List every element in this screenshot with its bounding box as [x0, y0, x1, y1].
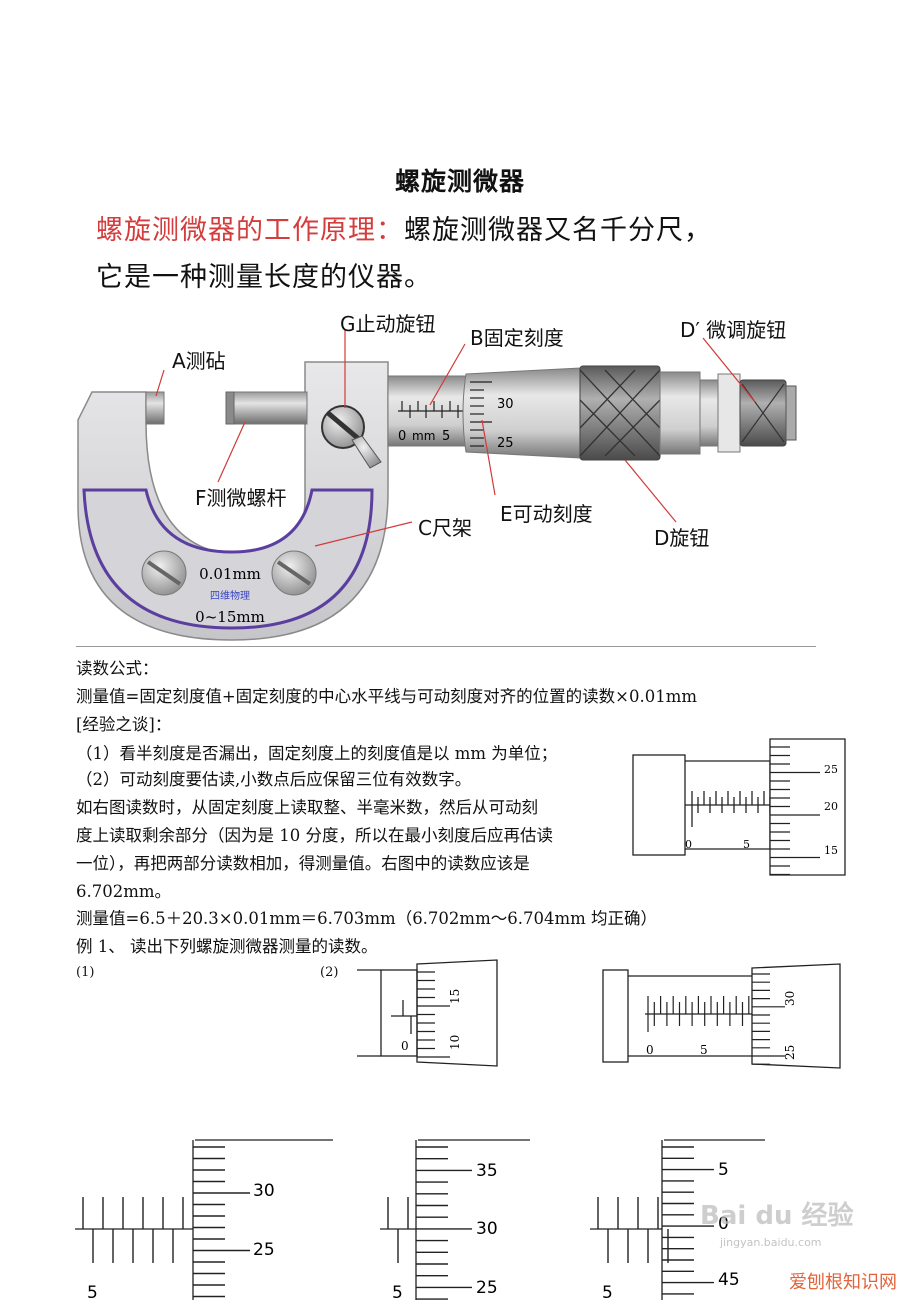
thimble — [462, 367, 581, 459]
spindle — [230, 391, 308, 425]
frame-spec-resolution: 0.01mm — [199, 565, 261, 583]
r2c-label-5-left: 5 — [602, 1283, 613, 1300]
intro-line-1: 螺旋测微器的工作原理：螺旋测微器又名千分尺， — [96, 208, 712, 247]
sleeve-label-five: 5 — [442, 429, 450, 444]
ex3-label-25: 25 — [783, 1045, 797, 1060]
page-title: 螺旋测微器 — [394, 167, 525, 196]
divider — [76, 646, 816, 647]
exercise-row2-figure-b: 5 35 30 25 — [380, 1139, 530, 1300]
text-result: 测量值=6.5＋20.3×0.01mm＝6.703mm（6.702mm～6.70… — [76, 909, 657, 928]
text-example-heading: 例 1、 读出下列螺旋测微器测量的读数。 — [76, 937, 378, 956]
lock-lever — [351, 435, 382, 469]
micrometer-diagram: 0.01mm 四维物理 0~15mm 0 mm 5 30 25 — [77, 330, 797, 641]
intro-text: 螺旋测微器又名千分尺， — [404, 215, 712, 246]
ex3-label-5: 5 — [700, 1043, 708, 1057]
exercise-2-figure: 0 15 10 — [357, 959, 498, 1067]
ex3-label-30: 30 — [783, 991, 797, 1006]
r2a-label-25: 25 — [253, 1240, 275, 1260]
text-para-1: 如右图读数时，从固定刻度上读取整、半毫米数，然后从可动刻 — [76, 798, 538, 817]
baidu-url-watermark: jingyan.baidu.com — [720, 1236, 822, 1249]
r2b-label-5: 5 — [392, 1283, 403, 1300]
text-para-3: 一位），再把两部分读数相加，得测量值。右图中的读数应该是 — [76, 854, 530, 873]
thimble-label-25: 25 — [497, 436, 514, 451]
example-label-5: 5 — [743, 838, 750, 851]
text-tip-2: （2）可动刻度要估读,小数点后应保留三位有效数字。 — [76, 770, 472, 789]
site-watermark: 爱刨根知识网 — [785, 1268, 901, 1294]
text-formula-heading: 读数公式： — [76, 659, 159, 678]
intro-line-2: 它是一种测量长度的仪器。 — [96, 262, 432, 293]
example-label-0: 0 — [685, 838, 692, 851]
exercise-row2-figure-c: 5 5 0 45 — [590, 1139, 765, 1300]
exercise-3-figure: 0 5 30 25 — [602, 963, 841, 1069]
text-formula: 测量值=固定刻度值+固定刻度的中心水平线与可动刻度对齐的位置的读数×0.01mm — [76, 687, 698, 706]
label-anvil: A测砧 — [172, 349, 226, 373]
baidu-watermark: Bai du 经验 — [700, 1201, 854, 1231]
text-para-4: 6.702mm。 — [76, 882, 172, 901]
frame-brand: 四维物理 — [210, 589, 250, 602]
r2c-label-5: 5 — [718, 1160, 729, 1180]
text-para-2: 度上读取剩余部分（因为是 10 分度，所以在最小刻度后应再估读 — [76, 826, 553, 845]
exercise-1-label: (1) — [76, 965, 95, 980]
r2a-label-30: 30 — [253, 1181, 275, 1201]
label-lock-knob: G止动旋钮 — [340, 312, 436, 336]
label-movable-scale: E可动刻度 — [500, 502, 593, 526]
sleeve-label-mm: mm — [412, 429, 435, 443]
example-label-25: 25 — [824, 763, 838, 776]
ex2-label-10: 10 — [448, 1035, 462, 1050]
example-scale-figure: 0 5 25 20 15 — [632, 738, 846, 876]
label-fine-adjust: D′ 微调旋钮 — [680, 318, 787, 342]
r2c-label-0: 0 — [718, 1214, 729, 1234]
ex3-label-0: 0 — [646, 1043, 654, 1057]
label-fixed-scale: B固定刻度 — [470, 326, 564, 350]
ex2-label-0: 0 — [401, 1039, 409, 1053]
anvil — [145, 391, 165, 425]
r2c-label-45: 45 — [718, 1270, 740, 1290]
sleeve-label-zero: 0 — [398, 429, 406, 444]
thimble-label-30: 30 — [497, 397, 514, 412]
example-label-20: 20 — [824, 800, 838, 813]
r2b-label-25: 25 — [476, 1278, 498, 1298]
intro-label: 螺旋测微器的工作原理： — [96, 215, 404, 246]
frame-spec-range: 0~15mm — [195, 608, 265, 626]
r2a-label-5: 5 — [87, 1283, 98, 1300]
r2b-label-35: 35 — [476, 1161, 498, 1181]
text-tips-heading: [经验之谈]： — [76, 715, 172, 734]
example-label-15: 15 — [824, 844, 838, 857]
exercise-2-label: (2) — [320, 965, 339, 980]
r2b-label-30: 30 — [476, 1219, 498, 1239]
exercise-row2-figure-a: 5 30 25 — [75, 1139, 333, 1300]
label-frame: C尺架 — [418, 516, 472, 540]
label-knob: D旋钮 — [654, 526, 710, 550]
text-tip-1: （1）看半刻度是否漏出，固定刻度上的刻度值是以 mm 为单位； — [76, 744, 558, 763]
ex2-label-15: 15 — [448, 989, 462, 1004]
label-spindle: F测微螺杆 — [195, 486, 287, 510]
